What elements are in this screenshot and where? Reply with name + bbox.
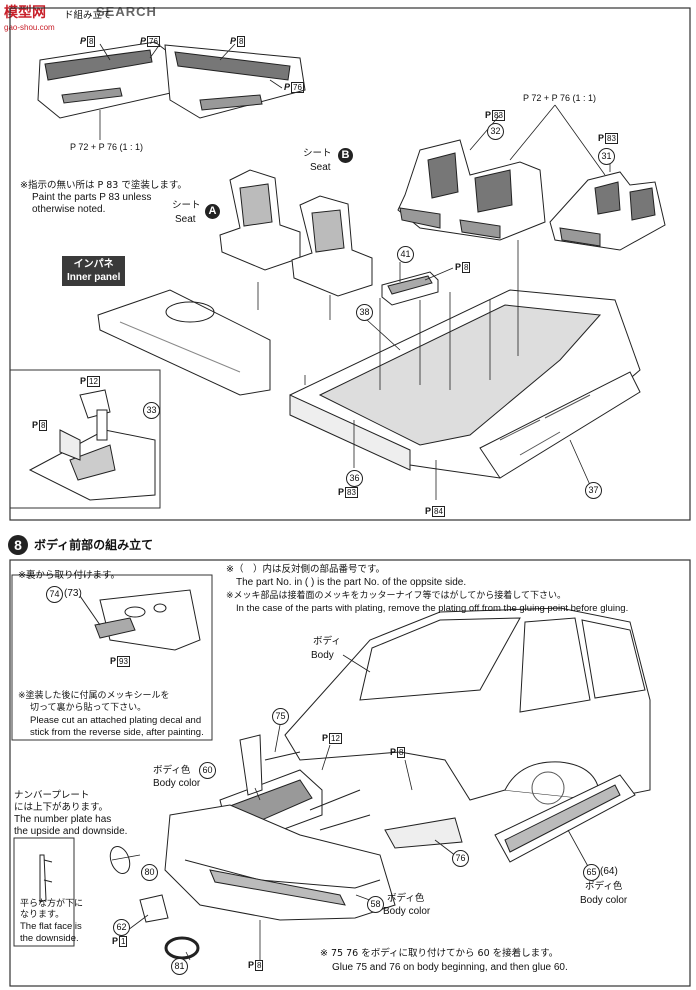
seat-b-en: Seat (310, 162, 331, 173)
side-skirt (494, 774, 636, 863)
plating-note-jp: ※メッキ部品は接着面のメッキをカッターナイフ等ではがしてから接着して下さい。 (226, 591, 567, 601)
seat-a-en: Seat (175, 214, 196, 225)
bumper-color-jp: ボディ色 (387, 893, 425, 904)
part-75: 75 (272, 708, 289, 725)
flat-note-en-2: the downside. (20, 933, 79, 944)
plate-note-en-2: the upside and downside. (14, 826, 128, 837)
part-36: 36 (346, 470, 363, 487)
part-62: 62 (113, 919, 130, 936)
part-31: 31 (598, 148, 615, 165)
part-58: 58 (367, 896, 384, 913)
flat-note-jp-1: 平らな方が下に (20, 899, 84, 909)
floor-tub (289, 289, 641, 479)
grille-color-en: Body color (153, 778, 201, 789)
part-33: 33 (143, 402, 160, 419)
seat-b-jp: シート (303, 148, 332, 159)
plate-note-jp-1: ナンバープレート (14, 790, 90, 801)
inner-panel (97, 289, 271, 396)
note-unless-en-1: Paint the parts P 83 unless (32, 192, 152, 203)
top-title-partial: ド組み立て (64, 10, 112, 21)
seat-a-badge: A (205, 204, 220, 219)
plating-note-en: In the case of the parts with plating, r… (236, 603, 629, 614)
car-body (284, 607, 651, 805)
bracket-74 (79, 589, 201, 651)
watermark-url: gao-shou.com (4, 23, 55, 32)
note-unless-jp: ※指示の無い所は P 83 で塗装します。 (20, 180, 187, 191)
decal-note-en-1: Please cut an attached plating decal and (30, 715, 202, 726)
part-73-paren: (73) (64, 588, 82, 599)
plate-note-en-1: The number plate has (14, 814, 112, 825)
step-8-title: ボディ前部の組み立て (34, 538, 154, 552)
door-panels (37, 41, 306, 119)
flat-note-en-1: The flat face is (20, 921, 82, 932)
note-unless-en-2: otherwise noted. (32, 204, 106, 215)
part-37: 37 (585, 482, 602, 499)
plate-note-jp-2: には上下があります。 (14, 802, 109, 813)
part-no-note-en: The part No. in ( ) is the part No. of t… (236, 577, 467, 588)
door-ratio-label: P 72 + P 76 (1 : 1) (70, 142, 143, 152)
inset-bracket-33 (28, 389, 156, 501)
part-60: 60 (199, 762, 216, 779)
part-80: 80 (141, 864, 158, 881)
console-41 (381, 271, 439, 306)
inner-panel-jp: インパネ (73, 259, 114, 270)
rear-mount-note: ※裏から取り付けます。 (18, 570, 121, 581)
decal-note-en-2: stick from the reverse side, after paint… (30, 727, 204, 738)
part-75 (239, 734, 263, 796)
skirt-color-jp: ボディ色 (585, 881, 623, 892)
part-38: 38 (356, 304, 373, 321)
inner-panel-label: インパネ Inner panel (62, 256, 126, 286)
part-41: 41 (397, 246, 414, 263)
step-8-badge: 8 (8, 535, 28, 555)
body-label-en: Body (311, 650, 334, 661)
flat-note-jp-2: なります。 (20, 910, 65, 920)
part-76 (384, 817, 463, 849)
skirt-color-en: Body color (580, 895, 628, 906)
grille-color-jp: ボディ色 (153, 765, 191, 776)
part-80 (109, 845, 131, 875)
bumper-color-en: Body color (383, 906, 431, 917)
part-64-paren: (64) (600, 866, 618, 877)
inner-panel-en: Inner panel (67, 272, 121, 283)
seats (219, 139, 666, 297)
front-bumper-58 (164, 804, 396, 921)
assembly-arrows (264, 751, 371, 831)
part-74: 74 (46, 586, 63, 603)
body-label-jp: ボディ (313, 636, 341, 647)
leader-lines (99, 43, 611, 500)
seat-b-badge: B (338, 148, 353, 163)
leader-lines-8 (111, 654, 591, 961)
glue-note-en: Glue 75 and 76 on body beginning, and th… (332, 962, 568, 973)
decal-note-jp-1: ※塗装した後に付属のメッキシールを (18, 691, 170, 701)
part-no-note-jp: ※（ ）内は反対側の部品番号です。 (226, 564, 386, 575)
part-32: 32 (487, 123, 504, 140)
seat-ratio-label: P 72 + P 76 (1 : 1) (523, 93, 596, 103)
part-65: 65 (583, 864, 600, 881)
seat-a-jp: シート (172, 200, 201, 211)
glue-note-jp: ※ 75 76 をボディに取り付けてから 60 を接着します。 (320, 948, 559, 959)
part-76: 76 (452, 850, 469, 867)
part-81 (164, 936, 200, 960)
decal-note-jp-2: 切って裏から貼って下さい。 (30, 703, 147, 713)
part-81: 81 (171, 958, 188, 975)
